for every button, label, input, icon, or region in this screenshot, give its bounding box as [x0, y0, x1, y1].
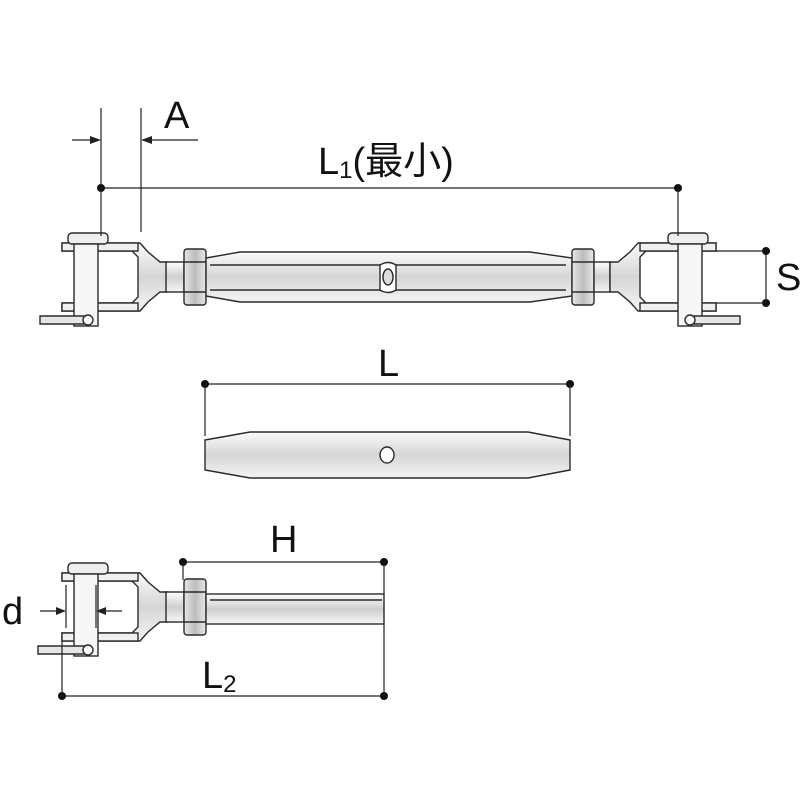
dimension-l2: L2: [58, 624, 388, 700]
dimension-s: S: [716, 247, 800, 307]
dimension-h: H: [179, 519, 388, 594]
left-jaw-fork: [39, 232, 169, 327]
label-l1: L1(最小): [318, 141, 454, 184]
assembled-turnbuckle: [39, 232, 741, 327]
dimension-d: d: [2, 585, 122, 633]
label-l2: L2: [202, 655, 237, 698]
label-d: d: [2, 591, 23, 633]
dimension-a: A: [72, 95, 198, 232]
right-jaw-fork: [609, 232, 741, 327]
dimension-l1: L1(最小): [97, 141, 682, 236]
body-part-view: L: [201, 343, 574, 479]
left-lock-nut: [165, 248, 207, 306]
label-l: L: [378, 343, 399, 385]
turnbuckle-body: [205, 251, 573, 303]
label-h: H: [270, 519, 297, 561]
jaw-end-fitting: [37, 562, 385, 657]
label-a: A: [164, 95, 190, 137]
right-lock-nut: [571, 248, 611, 306]
label-s: S: [776, 257, 800, 299]
